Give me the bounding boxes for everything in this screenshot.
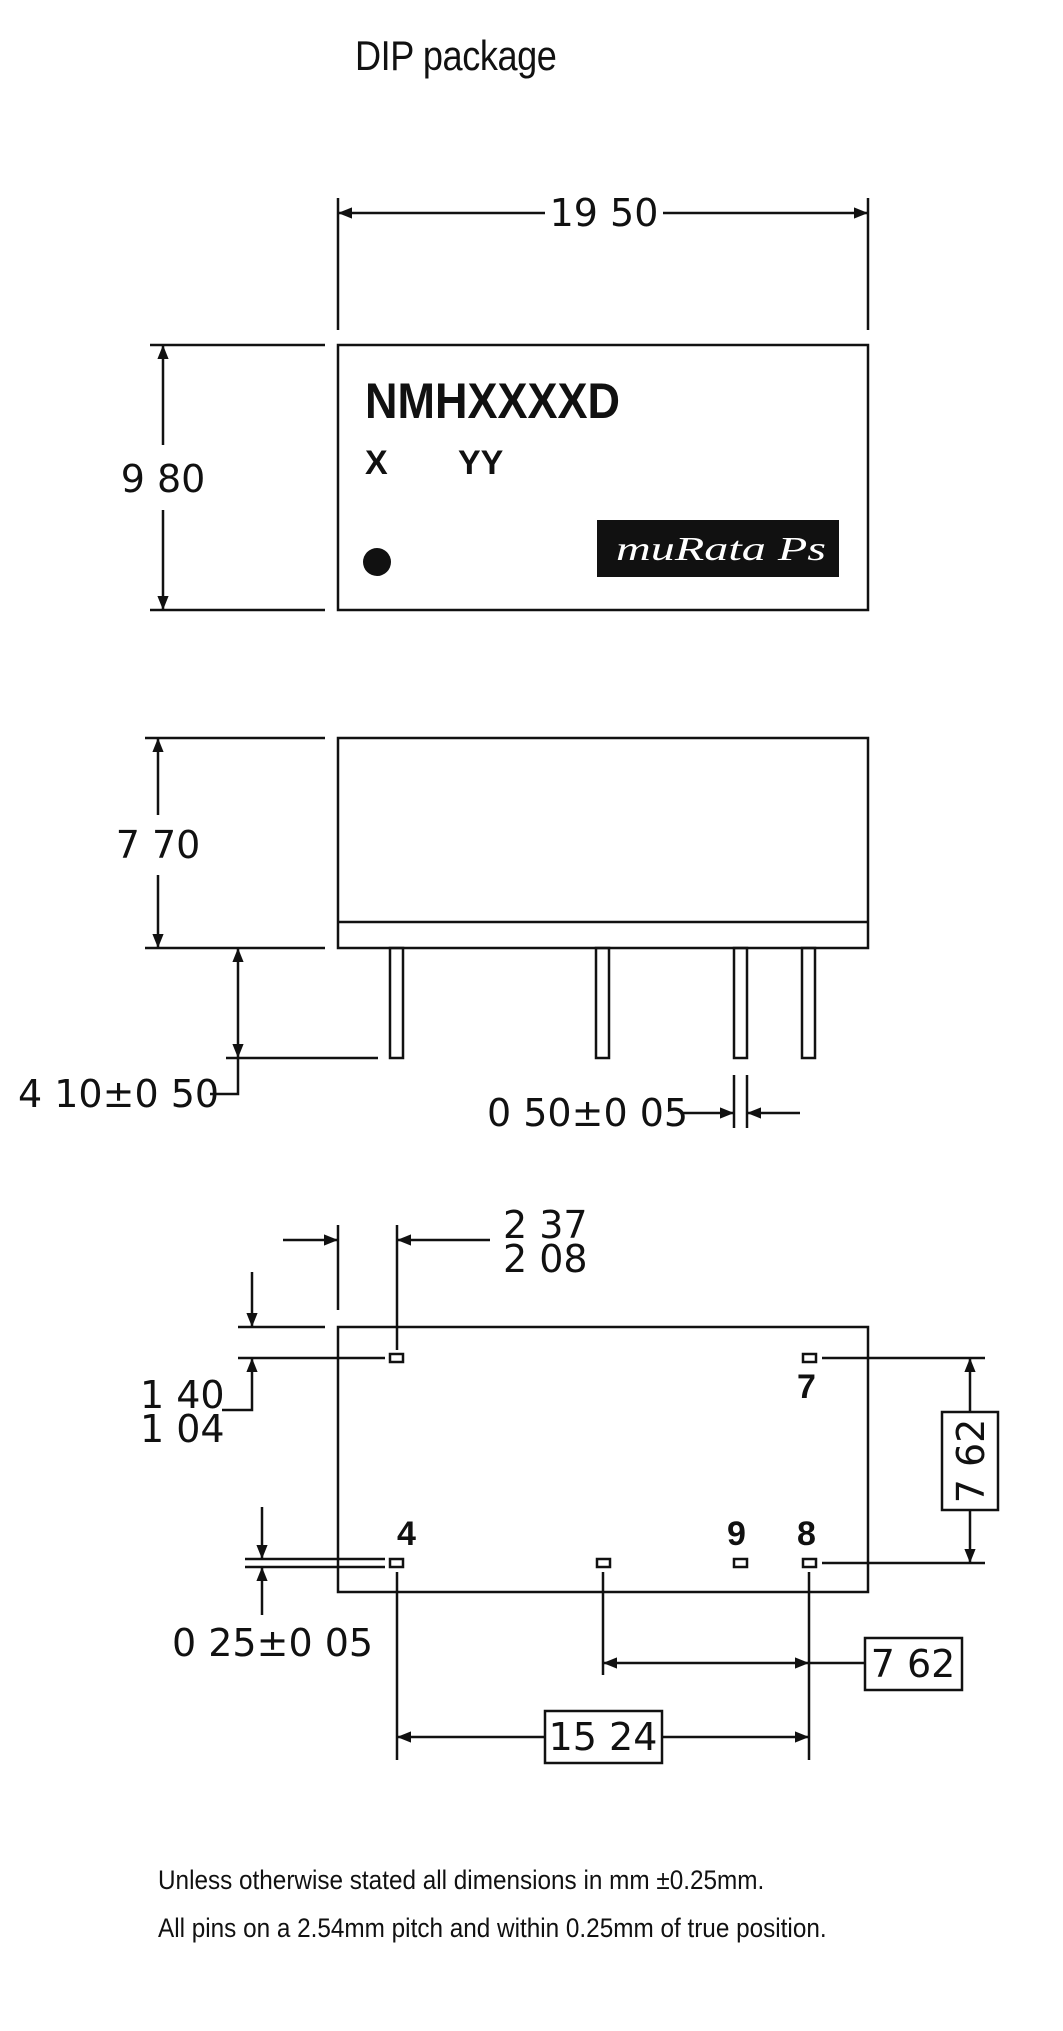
pad-4 xyxy=(388,1557,405,1569)
y-offset-dim-max-text: 1 40 xyxy=(140,1373,225,1417)
pin-label-8: 8 xyxy=(797,1515,816,1553)
y-offset-dim-min-text: 1 04 xyxy=(140,1407,225,1451)
height-dim-text: 9 80 xyxy=(121,457,206,501)
pin-length-dim-text: 4 10±0 50 xyxy=(18,1072,219,1116)
pin-length-leader xyxy=(210,1058,240,1096)
pin-label-7: 7 xyxy=(797,1368,816,1406)
bottom-view xyxy=(222,1225,1000,1765)
pad-8 xyxy=(801,1557,818,1569)
side-pin-3 xyxy=(732,946,749,1060)
pin-span-box xyxy=(543,1709,664,1765)
pin-spacing-dim-text: 7 62 xyxy=(871,1642,956,1686)
logo-text: muRata Ps xyxy=(616,531,826,568)
row-spacing-dim-text: 7 62 xyxy=(949,1419,993,1504)
part-number: NMHXXXXD xyxy=(365,373,620,429)
pad-size-dim-text: 0 25±0 05 xyxy=(172,1621,373,1665)
pin-span-dim-text: 15 24 xyxy=(549,1715,658,1759)
width-dim-text: 19 50 xyxy=(550,191,659,235)
side-pin-1 xyxy=(388,946,405,1060)
side-view-body xyxy=(336,736,870,950)
pad-9 xyxy=(732,1557,749,1569)
x-offset-dim-max-text: 2 37 xyxy=(503,1203,588,1247)
top-view-body xyxy=(336,343,870,612)
murata-logo: muRata Ps xyxy=(597,520,839,577)
body-height-dim-text: 7 70 xyxy=(116,823,201,867)
pin-label-4: 4 xyxy=(397,1515,416,1553)
x-offset-dim-min-text: 2 08 xyxy=(503,1237,588,1281)
pin-spacing-box xyxy=(863,1636,964,1692)
mark-x: X xyxy=(365,444,388,482)
note-dimensions: Unless otherwise stated all dimensions i… xyxy=(158,1865,765,1895)
mark-yy: YY xyxy=(458,444,504,482)
pin-width-dim-text: 0 50±0 05 xyxy=(487,1091,688,1135)
pad-7 xyxy=(801,1352,818,1364)
side-pin-2 xyxy=(594,946,611,1060)
side-view xyxy=(145,736,870,1128)
page-title: DIP package xyxy=(355,32,557,79)
row-spacing-box xyxy=(940,1410,1000,1512)
note-pin-pitch: All pins on a 2.54mm pitch and within 0.… xyxy=(158,1913,827,1943)
logo-background xyxy=(597,520,839,577)
side-pin-4 xyxy=(800,946,817,1060)
y-offset-leader xyxy=(222,1358,258,1412)
pad-center xyxy=(595,1557,612,1569)
pin-label-9: 9 xyxy=(727,1515,746,1553)
pin1-indicator-dot xyxy=(363,548,391,576)
pad-1 xyxy=(388,1352,405,1364)
bottom-view-body xyxy=(336,1325,870,1594)
top-view xyxy=(150,198,870,612)
